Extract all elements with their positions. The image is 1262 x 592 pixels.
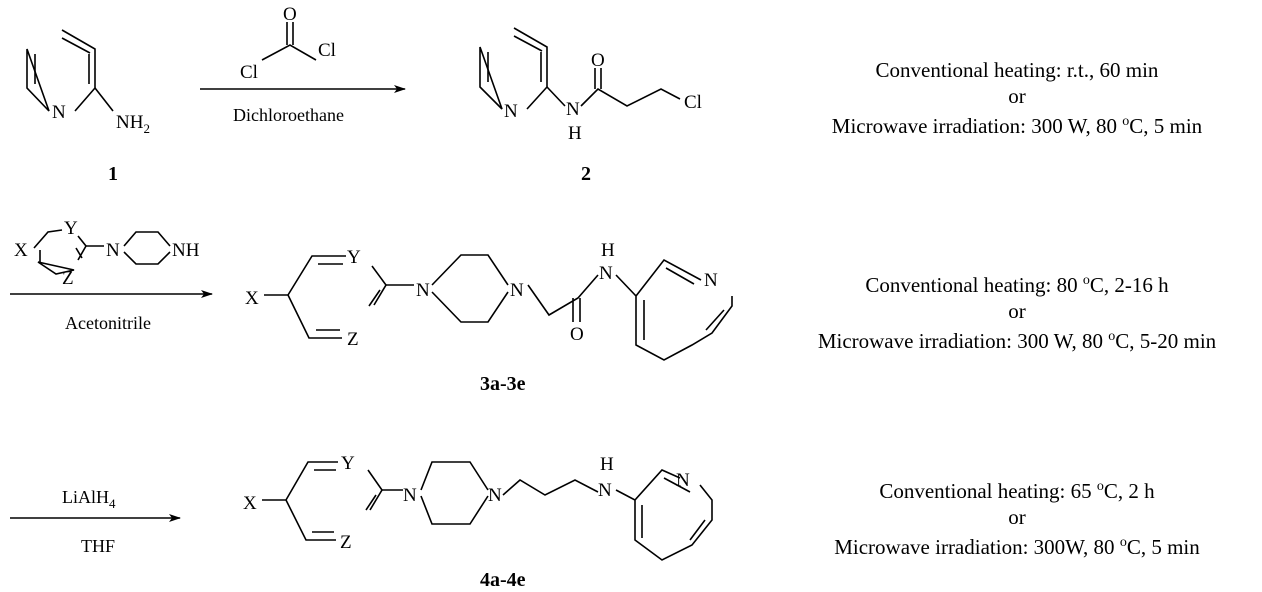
compound-label-1: 1 <box>108 163 118 185</box>
solvent-thf: THF <box>81 536 115 556</box>
compound-label-3: 3a-3e <box>480 373 526 395</box>
atom-z: Z <box>340 532 352 553</box>
atom-x: X <box>243 493 257 514</box>
atom-y: Y <box>64 218 78 239</box>
atom-y: Y <box>347 247 361 268</box>
atom-n: N <box>52 102 66 123</box>
conditions-step-3: Conventional heating: 65 oC, 2 h or Micr… <box>782 474 1252 560</box>
product-3-structure: X Y Z N N N H O N <box>245 240 733 361</box>
chloroacetyl-chloride-structure: O Cl Cl <box>240 4 336 83</box>
atom-pyridine-n: N <box>704 270 718 291</box>
atom-nh-h: H <box>601 240 615 261</box>
atom-z: Z <box>62 268 74 289</box>
or-text: or <box>1008 505 1026 529</box>
atom-n2: N <box>510 280 524 301</box>
conditions-step-2: Conventional heating: 80 oC, 2-16 h or M… <box>782 268 1252 354</box>
atom-cl-right: Cl <box>318 40 336 61</box>
atom-n1: N <box>403 485 417 506</box>
product-4-structure: X Y Z N N N H N <box>243 453 713 561</box>
conventional-heating-text: Conventional heating: 65 oC, 2 h <box>879 479 1155 503</box>
atom-o: O <box>283 4 297 25</box>
atom-nh-n: N <box>566 99 580 120</box>
atom-n2: N <box>488 485 502 506</box>
conditions-step-1: Conventional heating: r.t., 60 min or Mi… <box>782 57 1252 139</box>
compound-label-2: 2 <box>581 163 591 185</box>
solvent-dichloroethane: Dichloroethane <box>233 105 344 125</box>
reagent-lialh4: LiAlH4 <box>62 487 116 511</box>
atom-nh: NH <box>172 240 200 261</box>
arylpiperazine-reagent-structure: X Y Z N NH <box>14 218 200 289</box>
atom-nh-h: H <box>568 123 582 144</box>
atom-n: N <box>106 240 120 261</box>
atom-n1: N <box>416 280 430 301</box>
atom-nh-n: N <box>598 480 612 501</box>
conventional-heating-text: Conventional heating: 80 oC, 2-16 h <box>865 273 1169 297</box>
compound-1-structure: N NH2 <box>26 29 150 136</box>
atom-cl: Cl <box>684 92 702 113</box>
atom-pyridine-n: N <box>676 470 690 491</box>
atom-x: X <box>14 240 28 261</box>
or-text: or <box>1008 299 1026 323</box>
conventional-heating-text: Conventional heating: r.t., 60 min <box>875 58 1159 82</box>
microwave-irradiation-text: Microwave irradiation: 300 W, 80 oC, 5-2… <box>817 329 1217 353</box>
atom-o: O <box>591 50 605 71</box>
compound-2-structure: N N H O Cl <box>479 27 702 144</box>
microwave-irradiation-text: Microwave irradiation: 300 W, 80 oC, 5 m… <box>831 114 1203 138</box>
atom-n: N <box>504 101 518 122</box>
or-text: or <box>1008 84 1026 108</box>
atom-nh-n: N <box>599 263 613 284</box>
atom-o: O <box>570 324 584 345</box>
compound-label-4: 4a-4e <box>480 569 526 591</box>
microwave-irradiation-text: Microwave irradiation: 300W, 80 oC, 5 mi… <box>834 535 1200 559</box>
atom-x: X <box>245 288 259 309</box>
atom-cl-left: Cl <box>240 62 258 83</box>
solvent-acetonitrile: Acetonitrile <box>65 313 151 333</box>
atom-nh2: NH2 <box>116 112 150 136</box>
atom-nh-h: H <box>600 454 614 475</box>
atom-y: Y <box>341 453 355 474</box>
atom-z: Z <box>347 329 359 350</box>
